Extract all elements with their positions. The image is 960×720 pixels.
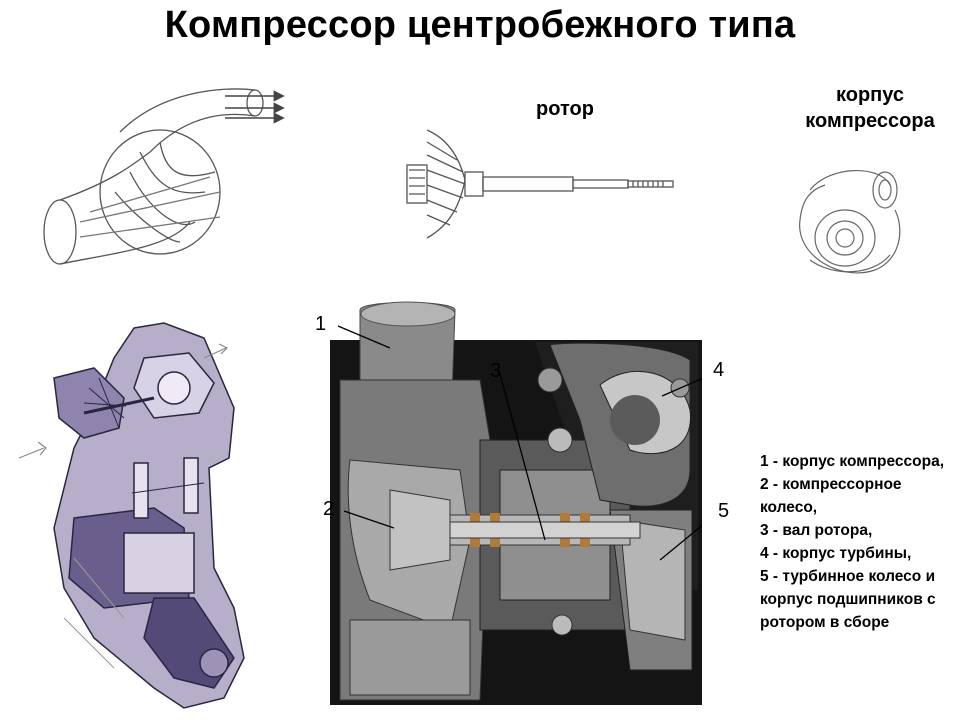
slide-title: Компрессор центробежного типа bbox=[164, 4, 796, 46]
legend-item-2: 2 - компрессорное колесо, bbox=[760, 476, 902, 516]
callout-2: 2 bbox=[323, 498, 335, 520]
rotor-label: ротор bbox=[536, 98, 594, 120]
legend-item-4: 4 - корпус турбины, bbox=[760, 545, 912, 562]
legend-item-1: 1 - корпус компрессора, bbox=[760, 453, 945, 470]
engine-cutaway-illustration bbox=[18, 322, 245, 709]
parts-legend: 1 - корпус компрессора, 2 - компрессорно… bbox=[760, 450, 956, 634]
housing-label-line1: корпус bbox=[835, 84, 904, 106]
turbocharger-cutaway-photo bbox=[330, 301, 702, 705]
housing-label-line2: компрессора bbox=[805, 110, 935, 132]
callout-4: 4 bbox=[713, 359, 725, 381]
callout-1: 1 bbox=[315, 313, 327, 335]
rotor-drawing-illustration bbox=[406, 129, 674, 239]
callout-5: 5 bbox=[718, 500, 730, 522]
compressor-housing-label: корпус компрессора bbox=[780, 82, 960, 134]
callout-3: 3 bbox=[490, 360, 502, 382]
airflow-sketch-illustration bbox=[43, 88, 285, 265]
compressor-housing-illustration bbox=[799, 169, 901, 274]
legend-item-3: 3 - вал ротора, bbox=[760, 522, 873, 539]
legend-item-5: 5 - турбинное колесо и корпус подшипнико… bbox=[760, 568, 936, 631]
